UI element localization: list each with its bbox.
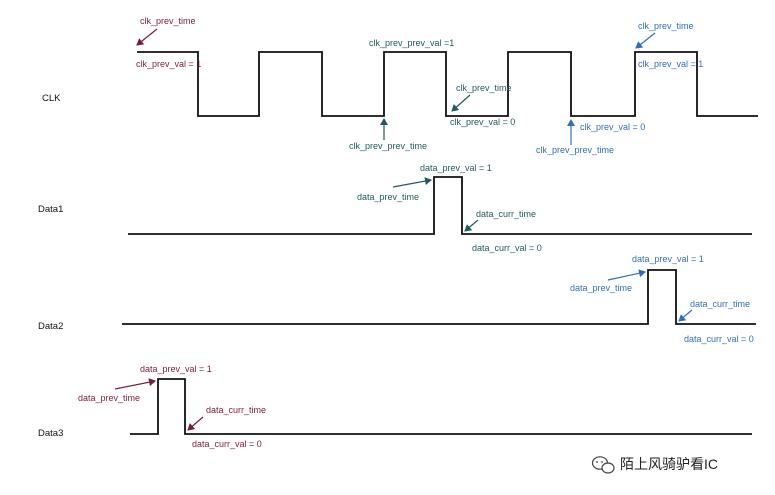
data1-annotation-prev-time: data_prev_time [357,192,419,202]
data1-waveform [128,176,752,235]
data3-signal-label: Data3 [38,428,63,439]
data2-annotation-curr-time: data_curr_time [690,299,750,309]
data3-annotation-prev-val: data_prev_val = 1 [140,364,212,374]
data1-arrow-curr-time [464,219,479,232]
wechat-icon [591,456,615,474]
clk-annotation-prev-val-0: clk_prev_val = 0 [450,117,515,127]
clk-annotation-prev-time-3: clk_prev_time [638,21,694,31]
clk-arrow-prev-time-2 [451,94,471,112]
clk-annotation-prev-val-1b: clk_prev_val = 1 [638,59,703,69]
data2-arrow-curr-time [678,309,693,322]
data3-arrow-curr-time [187,416,204,431]
data3-annotation-curr-val: data_curr_val = 0 [192,439,262,449]
data2-annotation-prev-time: data_prev_time [570,283,632,293]
clk-arrow-prev-time-1 [136,28,158,46]
clk-waveform [137,51,758,117]
data1-signal-label: Data1 [38,204,63,215]
clk-annotation-prev-val-0b: clk_prev_val = 0 [580,122,645,132]
clk-signal-label: CLK [42,93,61,104]
data2-annotation-prev-val: data_prev_val = 1 [632,254,704,264]
watermark-text: 陌上风骑驴看IC [620,456,718,472]
clk-annotation-prev-prev-time-2: clk_prev_prev_time [536,145,614,155]
data2-waveform [122,269,756,325]
data1-annotation-curr-val: data_curr_val = 0 [472,243,542,253]
data2-arrow-prev-time [607,269,646,281]
clk-annotation-prev-prev-time-1: clk_prev_prev_time [349,141,427,151]
data1-annotation-curr-time: data_curr_time [476,209,536,219]
data1-arrow-prev-time [392,177,432,188]
data3-annotation-prev-time: data_prev_time [78,393,140,403]
data2-signal-label: Data2 [38,321,63,332]
data3-waveform [130,378,752,435]
clk-annotation-prev-time-1: clk_prev_time [140,16,196,26]
clk-annotation-prev-prev-val: clk_prev_prev_val =1 [369,38,454,48]
clk-annotation-prev-val-1: clk_prev_val = 1 [136,59,201,69]
clk-annotation-prev-time-2: clk_prev_time [456,83,512,93]
data3-arrow-prev-time [114,378,156,390]
clk-arrow-prev-time-3 [635,32,656,49]
data1-annotation-prev-val: data_prev_val = 1 [420,163,492,173]
data2-annotation-curr-val: data_curr_val = 0 [684,334,754,344]
data3-annotation-curr-time: data_curr_time [206,405,266,415]
